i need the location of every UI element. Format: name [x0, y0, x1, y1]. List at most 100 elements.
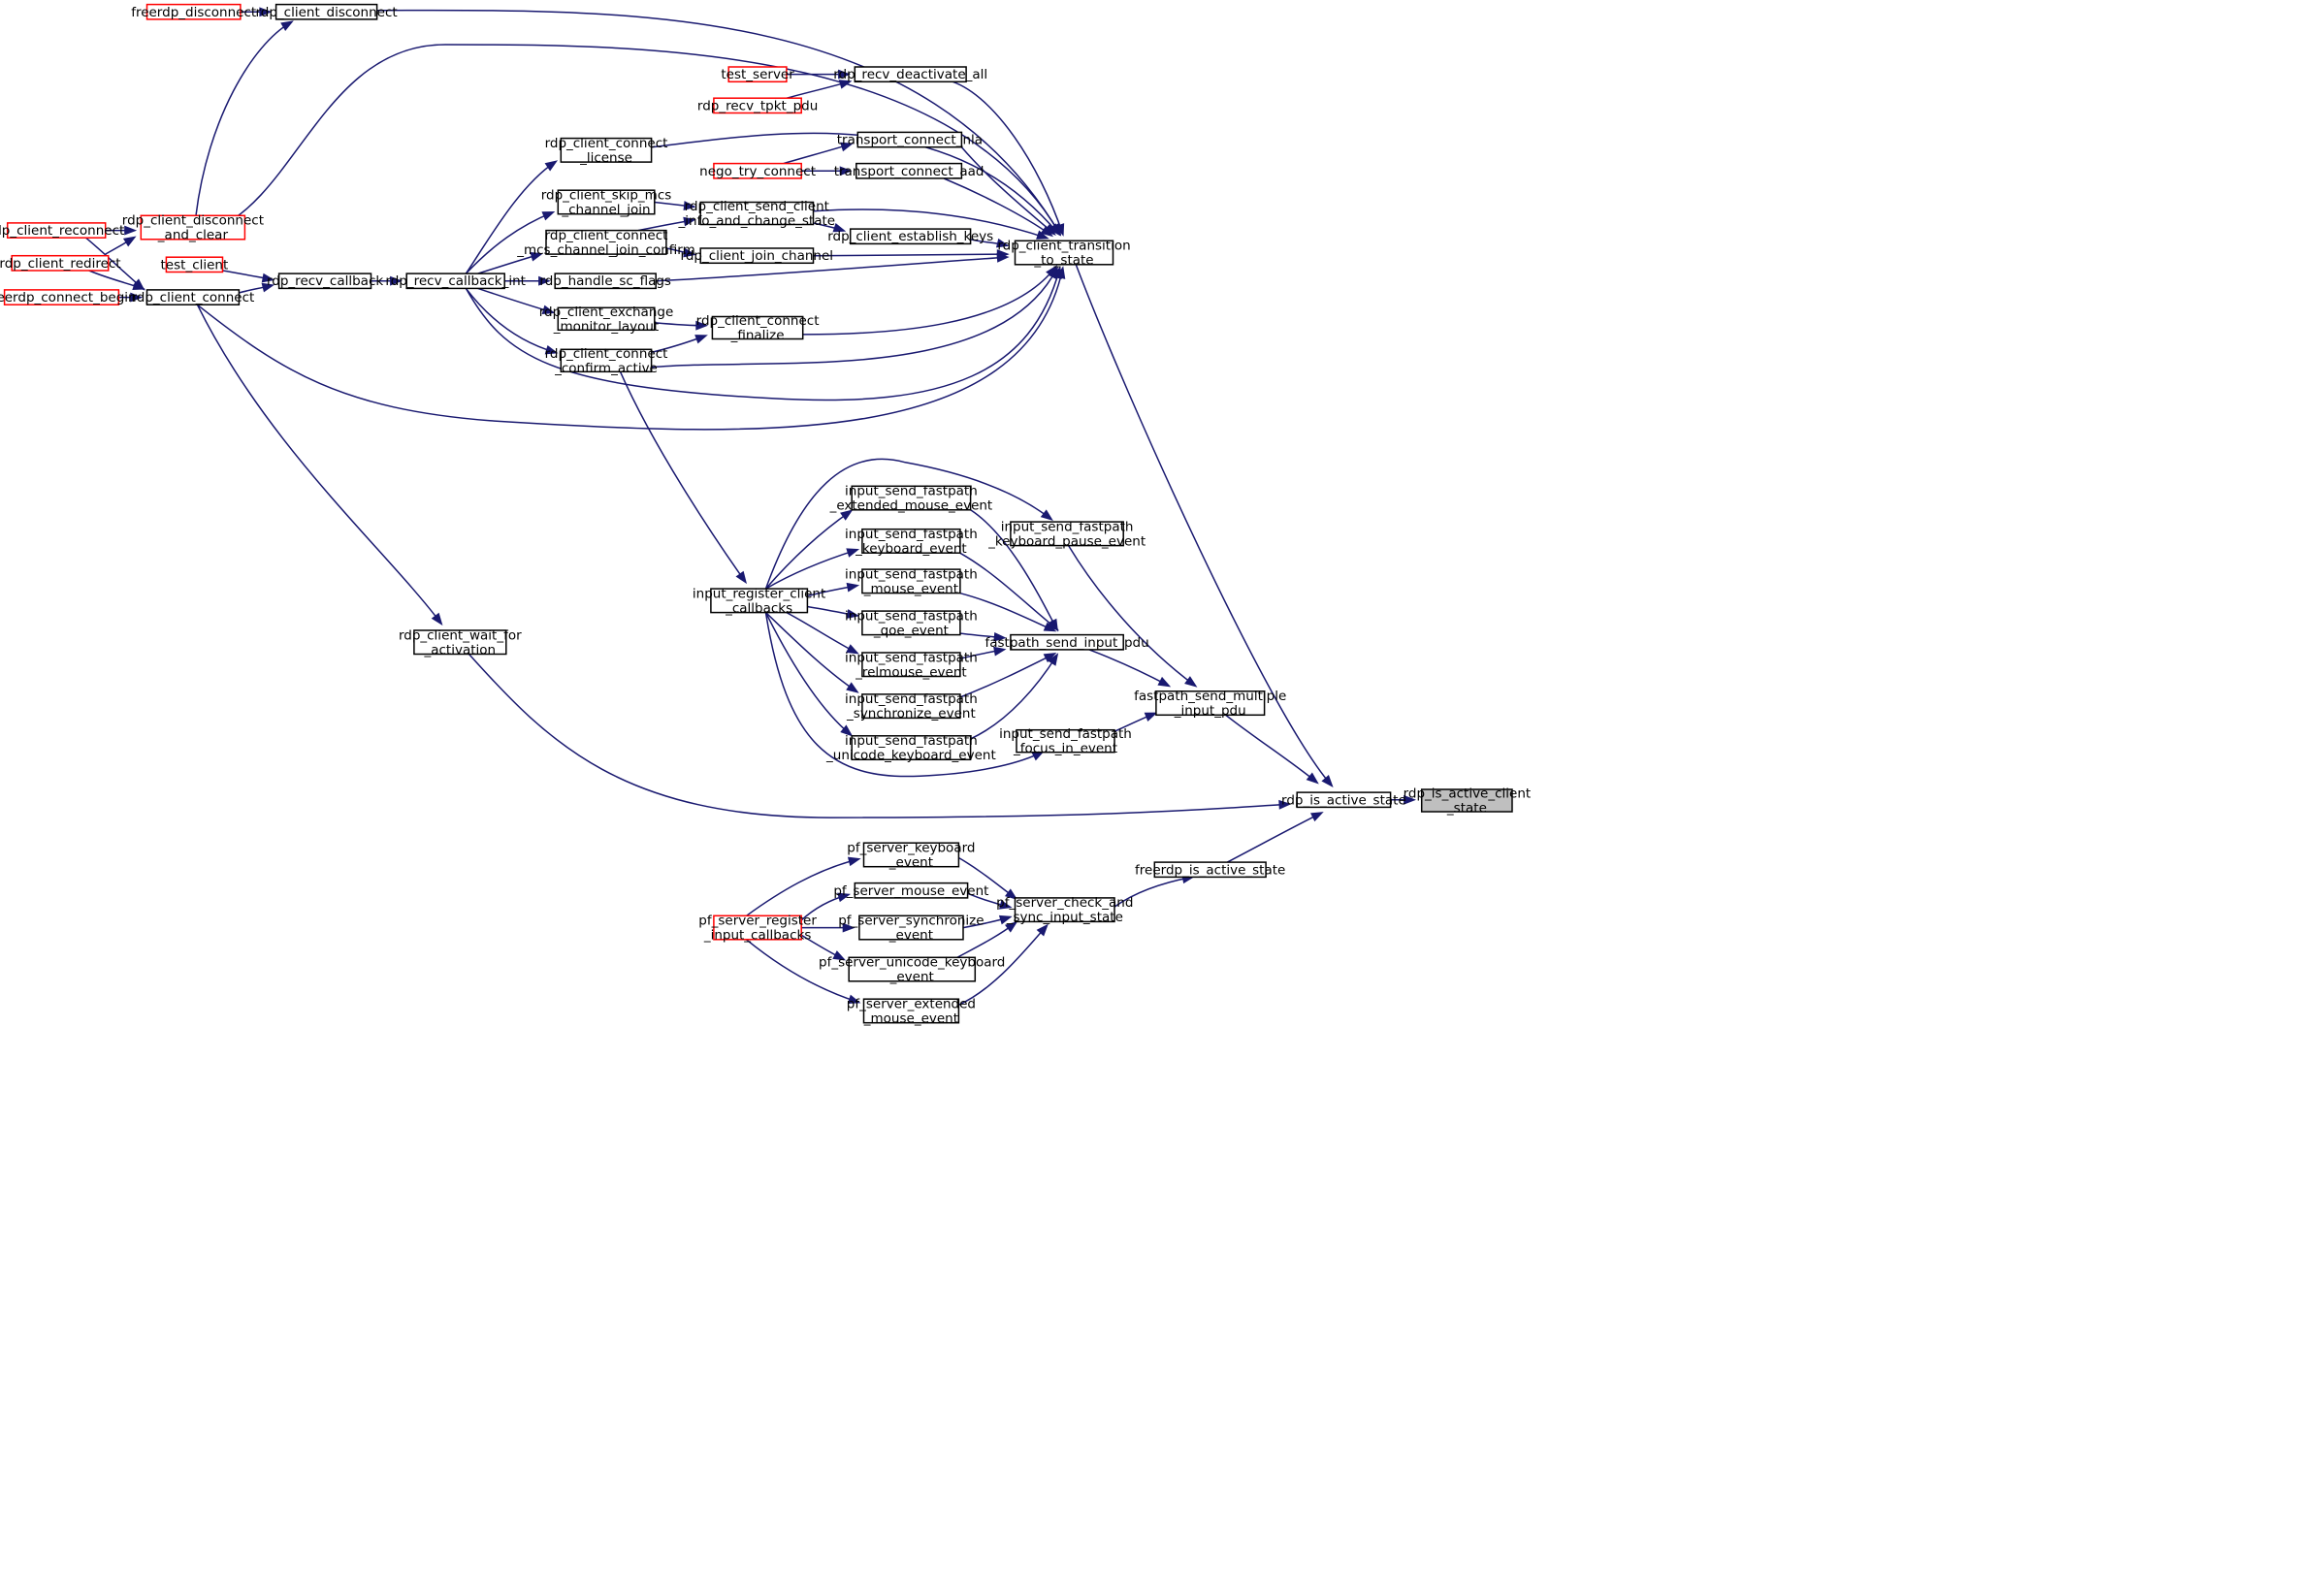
edge-rdp-recv-callback-int-to-rdp-client-connect-license: [465, 160, 559, 274]
node-input-send-fastpath-keyboard-event[interactable]: input_send_fastpath_keyboard_event: [845, 527, 978, 557]
node-label: _keyboard_pause_event: [987, 533, 1146, 549]
node-rdp-is-active-client-state[interactable]: rdp_is_active_client_state: [1404, 786, 1532, 817]
node-rdp-is-active-state[interactable]: rdp_is_active_state: [1281, 791, 1406, 808]
node-pf-server-check-and-sync-input-state[interactable]: pf_server_check_and_sync_input_state: [996, 895, 1133, 925]
node-box: [861, 610, 961, 636]
node-label: input_send_fastpath: [845, 527, 978, 542]
node-box: [713, 97, 802, 114]
edge-pf-server-register-input-callbacks-to-pf-server-extended-mouse-event: [746, 939, 861, 1005]
node-pf-server-synchronize-event[interactable]: pf_server_synchronize_event: [838, 914, 984, 944]
node-pf-server-mouse-event[interactable]: pf_server_mouse_event: [833, 882, 988, 899]
node-rdp-client-join-channel[interactable]: rdp_client_join_channel: [681, 247, 834, 264]
node-box: [851, 485, 972, 511]
edge-freerdp-disconnect-to-rdp-client-disconnect: [240, 7, 273, 17]
node-label: _info_and_change_state: [677, 213, 835, 229]
arrowhead: [847, 994, 861, 1005]
node-label: pf_server_mouse_event: [833, 883, 988, 899]
node-pf-server-extended-mouse-event[interactable]: pf_server_extended_mouse_event: [847, 996, 976, 1026]
node-box: [140, 214, 246, 241]
node-input-send-fastpath-keyboard-pause-event[interactable]: input_send_fastpath_keyboard_pause_event: [987, 519, 1146, 549]
node-rdp-recv-tpkt-pdu[interactable]: rdp_recv_tpkt_pdu: [697, 97, 818, 114]
node-box: [861, 568, 961, 594]
node-rdp-client-establish-keys[interactable]: rdp_client_establish_keys: [827, 228, 993, 244]
arrowhead: [839, 166, 853, 176]
node-test-client[interactable]: test_client: [161, 256, 229, 273]
node-rdp-client-connect-license[interactable]: rdp_client_connect_license: [545, 136, 668, 166]
edge-input-register-client-callbacks-to-input-send-fastpath-qoe-event: [807, 605, 860, 619]
edge-input-register-client-callbacks-to-input-send-fastpath-keyboard-pause-event: [764, 458, 1053, 590]
node-input-register-client-callbacks[interactable]: input_register_client_callbacks: [693, 586, 825, 616]
node-freerdp-connect-begin[interactable]: freerdp_connect_begin: [0, 289, 137, 305]
node-box: [277, 273, 372, 290]
edge-rdp-client-connect-to-rdp-client-disconnect-and-clear: [105, 236, 137, 255]
arrowhead: [124, 225, 138, 236]
node-box: [699, 201, 815, 226]
arrowhead: [132, 280, 146, 291]
node-rdp-client-connect-finalize[interactable]: rdp_client_connect_finalize: [696, 313, 820, 343]
node-rdp-client-redirect[interactable]: rdp_client_redirect: [0, 254, 121, 272]
node-pf-server-unicode-keyboard-event[interactable]: pf_server_unicode_keyboard_event: [819, 955, 1005, 985]
node-rdp-recv-deactivate-all[interactable]: rdp_recv_deactivate_all: [833, 66, 987, 82]
arrowhead: [846, 682, 859, 693]
node-rdp-client-exchange-monitor-layout[interactable]: rdp_client_exchange_monitor_layout: [539, 305, 674, 335]
node-label: input_send_fastpath: [845, 566, 978, 582]
node-label: rdp_client_connect: [545, 136, 668, 151]
edge-rdp-client-connect-finalize-to-rdp-client-transition-to-state: [802, 265, 1057, 336]
node-nego-try-connect[interactable]: nego_try_connect: [699, 162, 816, 179]
node-input-send-fastpath-relmouse-event[interactable]: input_send_fastpath_relmouse_event: [845, 650, 978, 680]
node-label: test_client: [161, 257, 229, 273]
arrowhead: [998, 914, 1013, 925]
node-label: pf_server_register: [698, 914, 817, 929]
node-freerdp-is-active-state[interactable]: freerdp_is_active_state: [1135, 861, 1285, 878]
edge-input-send-fastpath-unicode-keyboard-event-to-fastpath-send-input-pdu: [970, 653, 1059, 740]
node-freerdp-disconnect[interactable]: freerdp_disconnect: [131, 3, 256, 20]
node-input-send-fastpath-synchronize-event[interactable]: input_send_fastpath_synchronize_event: [845, 691, 978, 722]
arrowhead: [390, 275, 403, 286]
node-pf-server-keyboard-event[interactable]: pf_server_keyboard_event: [847, 841, 975, 871]
edge-rdp-client-connect-confirm-active-to-rdp-client-connect-finalize: [651, 335, 708, 354]
node-label: rdp_client_skip_mcs: [541, 188, 672, 204]
arrowhead: [683, 216, 696, 227]
node-input-send-fastpath-unicode-keyboard-event[interactable]: input_send_fastpath_unicode_keyboard_eve…: [825, 733, 996, 763]
node-rdp-recv-callback[interactable]: rdp_recv_callback: [267, 273, 383, 289]
node-fastpath-send-multiple-input-pdu[interactable]: fastpath_send_multiple_input_pdu: [1134, 689, 1286, 719]
node-label: rdp_client_join_channel: [681, 248, 834, 264]
node-box: [713, 162, 802, 179]
arrowhead: [832, 222, 847, 233]
edge-input-send-fastpath-synchronize-event-to-fastpath-send-input-pdu: [959, 652, 1057, 698]
node-pf-server-register-input-callbacks[interactable]: pf_server_register_input_callbacks: [698, 914, 817, 944]
node-test-server[interactable]: test_server: [721, 66, 794, 82]
node-rdp-client-send-client-info-and-change-state[interactable]: rdp_client_send_client_info_and_change_s…: [677, 199, 835, 229]
arrowhead: [838, 69, 852, 80]
edge-input-register-client-callbacks-to-input-send-fastpath-mouse-event: [807, 582, 860, 597]
node-label: _input_pdu: [1174, 703, 1246, 719]
node-transport-connect-aad[interactable]: transport_connect_aad: [834, 162, 984, 179]
node-rdp-client-connect-mcs-channel-join-confirm[interactable]: rdp_client_connect_mcs_channel_join_conf…: [516, 228, 695, 258]
edge-input-register-client-callbacks-to-input-send-fastpath-unicode-keyboard-event: [764, 612, 854, 737]
node-rdp-client-connect-confirm-active[interactable]: rdp_client_connect_confirm_active: [545, 346, 668, 376]
node-rdp-client-transition-to-state[interactable]: rdp_client_transition_to_state: [997, 239, 1130, 269]
node-label: rdp_is_active_state: [1281, 792, 1406, 808]
node-input-send-fastpath-focus-in-event[interactable]: input_send_fastpath_focus_in_event: [999, 726, 1132, 756]
node-transport-connect-nla[interactable]: transport_connect_nla: [837, 131, 983, 148]
arrowhead: [130, 292, 144, 303]
arrowhead: [842, 922, 855, 933]
node-rdp-client-wait-for-activation[interactable]: rdp_client_wait_for_activation: [399, 627, 522, 658]
edge-transport-connect-nla-to-rdp-client-transition-to-state: [960, 146, 1056, 236]
arrowhead: [1404, 794, 1417, 805]
node-fastpath-send-input-pdu[interactable]: fastpath_send_input_pdu: [985, 633, 1149, 651]
node-rdp-recv-callback-int[interactable]: rdp_recv_callback_int: [385, 273, 526, 289]
node-rdp-client-disconnect[interactable]: rdp_client_disconnect: [255, 3, 398, 20]
node-rdp-client-disconnect-and-clear[interactable]: rdp_client_disconnect_and_clear: [122, 213, 264, 243]
node-rdp-handle-sc-flags[interactable]: rdp_handle_sc_flags: [539, 273, 671, 289]
node-rdp-client-reconnect[interactable]: rdp_client_reconnect: [0, 222, 124, 239]
node-rdp-client-connect[interactable]: rdp_client_connect: [131, 289, 254, 305]
edge-rdp-client-connect-mcs-channel-join-confirm-to-rdp-client-send-client-info-and-change-state: [637, 216, 696, 232]
node-input-send-fastpath-qoe-event[interactable]: input_send_fastpath_qoe_event: [845, 608, 978, 638]
arrowhead: [544, 160, 559, 172]
arrowhead: [1004, 888, 1018, 900]
node-input-send-fastpath-mouse-event[interactable]: input_send_fastpath_mouse_event: [845, 566, 978, 596]
node-rdp-client-skip-mcs-channel-join[interactable]: rdp_client_skip_mcs_channel_join: [541, 188, 672, 218]
node-input-send-fastpath-extended-mouse-event[interactable]: input_send_fastpath_extended_mouse_event: [829, 484, 993, 514]
edge-rdp-client-join-channel-to-rdp-client-transition-to-state: [813, 249, 1010, 260]
